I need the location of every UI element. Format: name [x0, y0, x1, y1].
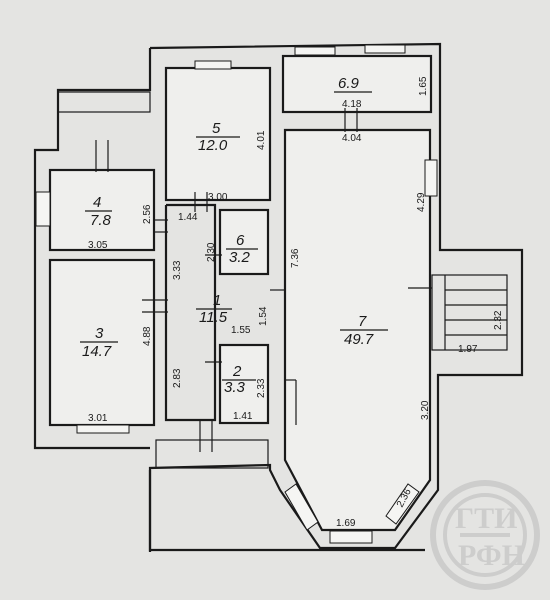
svg-text:ГТИ: ГТИ	[455, 502, 517, 535]
dim-3-33: 3.33	[172, 260, 183, 280]
room-1-outline	[164, 203, 217, 422]
dim-2-30: 2.30	[206, 242, 217, 262]
room-3-area: 14.7	[82, 343, 112, 360]
room-1-area: 11.5	[199, 309, 228, 326]
porch-left	[57, 91, 151, 113]
dim-4-88: 4.88	[142, 326, 153, 346]
room-2-number: 2	[232, 363, 242, 380]
dim-2-33: 2.33	[256, 378, 267, 398]
dim-1-55: 1.55	[231, 325, 251, 336]
dim-4-18: 4.18	[342, 99, 362, 110]
dim-3-20: 3.20	[420, 400, 431, 420]
stairs	[431, 274, 508, 351]
room-5-number: 5	[212, 120, 221, 137]
outer-walls	[33, 42, 524, 552]
dim-4-29: 4.29	[416, 192, 427, 212]
dim-4-01: 4.01	[256, 130, 267, 150]
room-2-outline	[218, 343, 270, 425]
dim-1-54: 1.54	[258, 306, 269, 326]
stamp-logo: ГТИ РФН	[430, 480, 540, 590]
room-6-area: 3.2	[229, 249, 251, 266]
room-6-number: 6	[236, 232, 245, 249]
room-4-outline	[48, 168, 156, 252]
windows	[35, 44, 438, 544]
room-6b-area: 6.9	[338, 75, 360, 92]
door-marks	[95, 108, 432, 452]
dim-1-65: 1.65	[418, 76, 429, 96]
svg-text:РФН: РФН	[458, 539, 525, 572]
room-6b-outline	[281, 54, 433, 114]
room-3-number: 3	[95, 325, 104, 342]
dim-3-00: 3.00	[208, 192, 228, 203]
room-1-number: 1	[213, 292, 221, 309]
dim-2-32: 2.32	[493, 310, 504, 330]
room-7-number: 7	[358, 313, 367, 330]
room-7-area: 49.7	[344, 331, 374, 348]
dim-1-41: 1.41	[233, 411, 253, 422]
dim-3-01: 3.01	[88, 413, 108, 424]
dim-7-36: 7.36	[290, 248, 301, 268]
room-4-number: 4	[93, 194, 101, 211]
dim-4-04: 4.04	[342, 133, 362, 144]
dimension-labels: 4.01 3.00 1.44 2.56 3.05 2.30 3.33 4.88 …	[88, 76, 504, 529]
dim-1-44: 1.44	[178, 212, 198, 223]
room-6-outline	[218, 208, 270, 276]
room-2-area: 3.3	[224, 379, 246, 396]
dim-1-69: 1.69	[336, 518, 356, 529]
room-4-area: 7.8	[90, 212, 112, 229]
room-5-area: 12.0	[198, 137, 228, 154]
room-labels: 1 11.5 2 3.3 3 14.7 4 7.8 5 12.0 6 3.2 6…	[80, 75, 388, 396]
dim-1-97: 1.97	[458, 344, 478, 355]
dim-2-83: 2.83	[172, 368, 183, 388]
dim-3-05: 3.05	[88, 240, 108, 251]
dim-2-56: 2.56	[142, 204, 153, 224]
